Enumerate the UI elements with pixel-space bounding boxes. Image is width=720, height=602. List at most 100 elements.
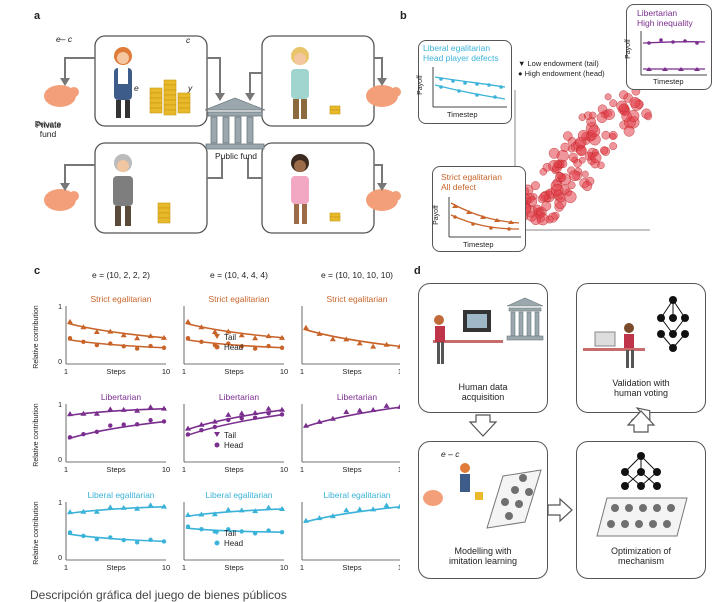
data-point <box>199 339 204 344</box>
legend-low-endowment: ▼ Low endowment (tail) <box>518 59 599 68</box>
scatter-point <box>539 168 548 176</box>
scatter-point <box>568 152 578 162</box>
scatter-point <box>589 133 601 146</box>
data-point <box>238 410 245 416</box>
data-point <box>225 506 232 512</box>
legend-high-endowment: ● High endowment (head) <box>518 69 605 78</box>
legend-tail-marker <box>214 334 220 339</box>
data-point <box>94 342 100 348</box>
box-validation-human-voting: Validation with human voting <box>576 283 706 413</box>
scatter-point <box>608 131 618 140</box>
scatter-point <box>582 180 593 191</box>
panel-c-letter: c <box>34 265 41 277</box>
scatter-point <box>531 181 540 191</box>
tick-x: 1 <box>64 465 68 474</box>
inset-strict-egalitarian: Strict egalitarian All defect Payoff Tim… <box>432 166 526 252</box>
data-point <box>383 341 390 347</box>
data-point <box>93 410 100 416</box>
inset-strict-ylabel: Payoff <box>432 205 440 225</box>
box-modelling-label: Modelling with imitation learning <box>448 546 518 567</box>
optimization-network-icon <box>596 452 688 537</box>
x-axis-label: Steps <box>106 367 125 376</box>
data-point <box>198 421 205 427</box>
inset-liberal-subtitle: Head player defects <box>423 53 499 63</box>
inset-strict-plot <box>448 197 521 238</box>
data-point <box>185 335 191 341</box>
data-point <box>226 527 231 532</box>
coin-stack-small-icon <box>329 212 341 222</box>
scatter-point <box>604 93 612 101</box>
data-point <box>356 407 363 413</box>
subplot-title: Libertarian <box>337 392 377 402</box>
data-point <box>161 419 167 424</box>
data-point <box>279 334 285 340</box>
data-point <box>226 417 231 423</box>
data-point <box>303 517 309 523</box>
data-point <box>356 340 363 346</box>
data-point <box>94 536 100 542</box>
scatter-point <box>603 108 615 120</box>
scatter-point <box>563 131 573 141</box>
scatter-point <box>568 170 580 182</box>
box-validation-label: Validation with human voting <box>612 378 670 399</box>
tick-y: 0 <box>58 457 62 464</box>
scatter-point <box>616 100 628 112</box>
data-point <box>370 407 377 413</box>
data-point <box>134 335 141 341</box>
data-point <box>134 346 140 351</box>
data-point <box>199 428 204 433</box>
flow-y-label: y <box>188 83 193 93</box>
box-optimization-mechanism: Optimization of mechanism <box>576 441 706 579</box>
data-point <box>161 539 167 544</box>
data-point <box>238 507 245 513</box>
data-point <box>80 410 87 416</box>
person-man-blond-icon <box>291 47 309 119</box>
panel-a-diagram: Private <box>36 35 401 234</box>
data-point <box>67 435 73 440</box>
data-point <box>329 336 336 342</box>
data-point <box>134 422 140 427</box>
tick-x: 1 <box>64 563 68 572</box>
data-point <box>81 533 86 539</box>
data-point <box>329 513 336 519</box>
data-point <box>343 507 350 513</box>
figure-caption: Descripción gráfica del juego de bienes … <box>30 588 287 602</box>
column-title: e = (10, 2, 2, 2) <box>92 270 150 280</box>
scatter-point <box>629 97 641 108</box>
data-point <box>279 406 285 412</box>
data-point <box>252 508 259 514</box>
data-point <box>212 424 218 430</box>
y-axis-label: Relative contribution <box>33 403 40 467</box>
data-point <box>67 411 73 417</box>
subplot-title: Libertarian <box>219 392 259 402</box>
inset-liberal-egalitarian: Liberal egalitarian Head player defects … <box>416 40 512 124</box>
inset-liberal-ylabel: Payoff <box>416 75 424 95</box>
box-optimization-label: Optimization of mechanism <box>610 546 672 567</box>
bank-building-icon <box>204 97 266 150</box>
panel-d-arrows <box>468 407 656 523</box>
scatter-point <box>553 159 562 168</box>
data-point <box>81 431 86 437</box>
tick-y: 0 <box>58 359 62 366</box>
data-point <box>279 345 285 350</box>
inset-libertarian-ylabel: Payoff <box>624 39 632 59</box>
data-point <box>93 329 100 335</box>
data-point <box>161 334 167 340</box>
data-point <box>303 422 309 428</box>
x-axis-label: Steps <box>224 563 243 572</box>
data-point <box>265 405 272 411</box>
legend-tail-marker <box>214 530 220 535</box>
tail-curve <box>303 505 403 524</box>
data-point <box>265 333 272 339</box>
scatter-point <box>600 146 609 155</box>
data-point <box>198 324 205 330</box>
data-point <box>279 412 285 417</box>
inset-libertarian-subtitle: High inequality <box>637 18 693 28</box>
person-old-man-icon <box>113 154 133 226</box>
data-point <box>225 328 232 334</box>
data-point <box>161 405 167 411</box>
inset-strict-subtitle: All defect <box>441 182 476 192</box>
data-point <box>211 511 218 517</box>
coin-stack-small-icon <box>329 105 341 115</box>
data-point <box>226 341 231 346</box>
